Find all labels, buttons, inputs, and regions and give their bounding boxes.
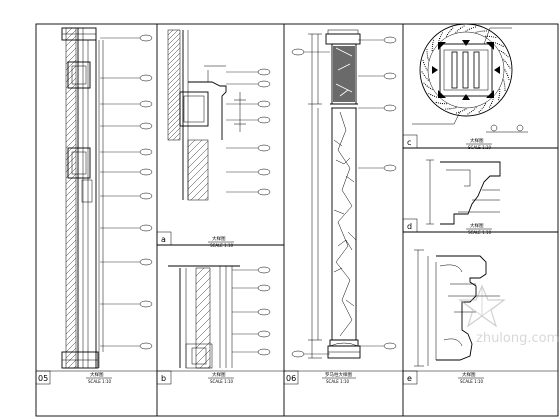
column-shaft: [331, 107, 357, 341]
hatched-wall-strip: [65, 27, 77, 369]
panel-label-c: c: [407, 138, 411, 147]
panel-label-e: e: [407, 374, 412, 383]
moulding-profile-e: [414, 249, 500, 367]
moulding-profile-c: [426, 159, 501, 225]
wall-section-detail: [61, 27, 153, 369]
svg-text:大样图: 大样图: [470, 137, 484, 144]
zhulong-watermark: zhulong.com: [458, 284, 559, 346]
svg-text:大样图: 大样图: [462, 371, 476, 378]
view-title-a: 大样图 SCALE 1:10: [208, 235, 234, 248]
view-title-d: 大样图 SCALE 1:10: [466, 222, 492, 235]
column-capital: [325, 29, 361, 109]
cornice-detail-top: [167, 29, 271, 201]
svg-text:SCALE 1:10: SCALE 1:10: [210, 243, 234, 248]
svg-text:SCALE 1:10: SCALE 1:10: [468, 145, 492, 150]
panel-label-06: 06: [286, 374, 296, 383]
plan-corner-anchors: [432, 40, 500, 100]
watermark-logo-icon: [458, 284, 506, 328]
svg-text:SCALE 1:10: SCALE 1:10: [210, 379, 234, 384]
svg-text:大样图: 大样图: [212, 235, 226, 242]
svg-text:大样图: 大样图: [90, 371, 104, 378]
sheet-frame: [35, 23, 559, 417]
railing-detail-bottom: [168, 265, 271, 369]
svg-text:罗马柱大样图: 罗马柱大样图: [325, 371, 352, 378]
svg-text:SCALE 1:10: SCALE 1:10: [468, 230, 492, 235]
view-title-b: 大样图 SCALE 1:10: [208, 371, 234, 384]
view-title-05: 大样图 SCALE 1:10: [86, 371, 112, 384]
panel-label-d: d: [407, 222, 412, 231]
round-column-plan: [412, 23, 528, 133]
watermark-brand: zhulong.com: [476, 331, 559, 346]
roman-column-elevation: [291, 29, 397, 359]
view-title-c: 大样图 SCALE 1:10: [466, 137, 492, 150]
svg-text:SCALE 1:10: SCALE 1:10: [326, 379, 350, 384]
view-title-e: 大样图 SCALE 1:10: [458, 371, 484, 384]
svg-text:大样图: 大样图: [212, 371, 226, 378]
view-title-06: 罗马柱大样图 SCALE 1:10: [322, 371, 356, 384]
svg-text:SCALE 1:10: SCALE 1:10: [460, 379, 484, 384]
panel-label-a: a: [161, 235, 166, 244]
panel-label-b: b: [161, 374, 166, 383]
svg-text:SCALE 1:10: SCALE 1:10: [88, 379, 112, 384]
column-base: [327, 339, 361, 359]
panel-label-05: 05: [38, 374, 48, 383]
svg-text:大样图: 大样图: [470, 222, 484, 229]
